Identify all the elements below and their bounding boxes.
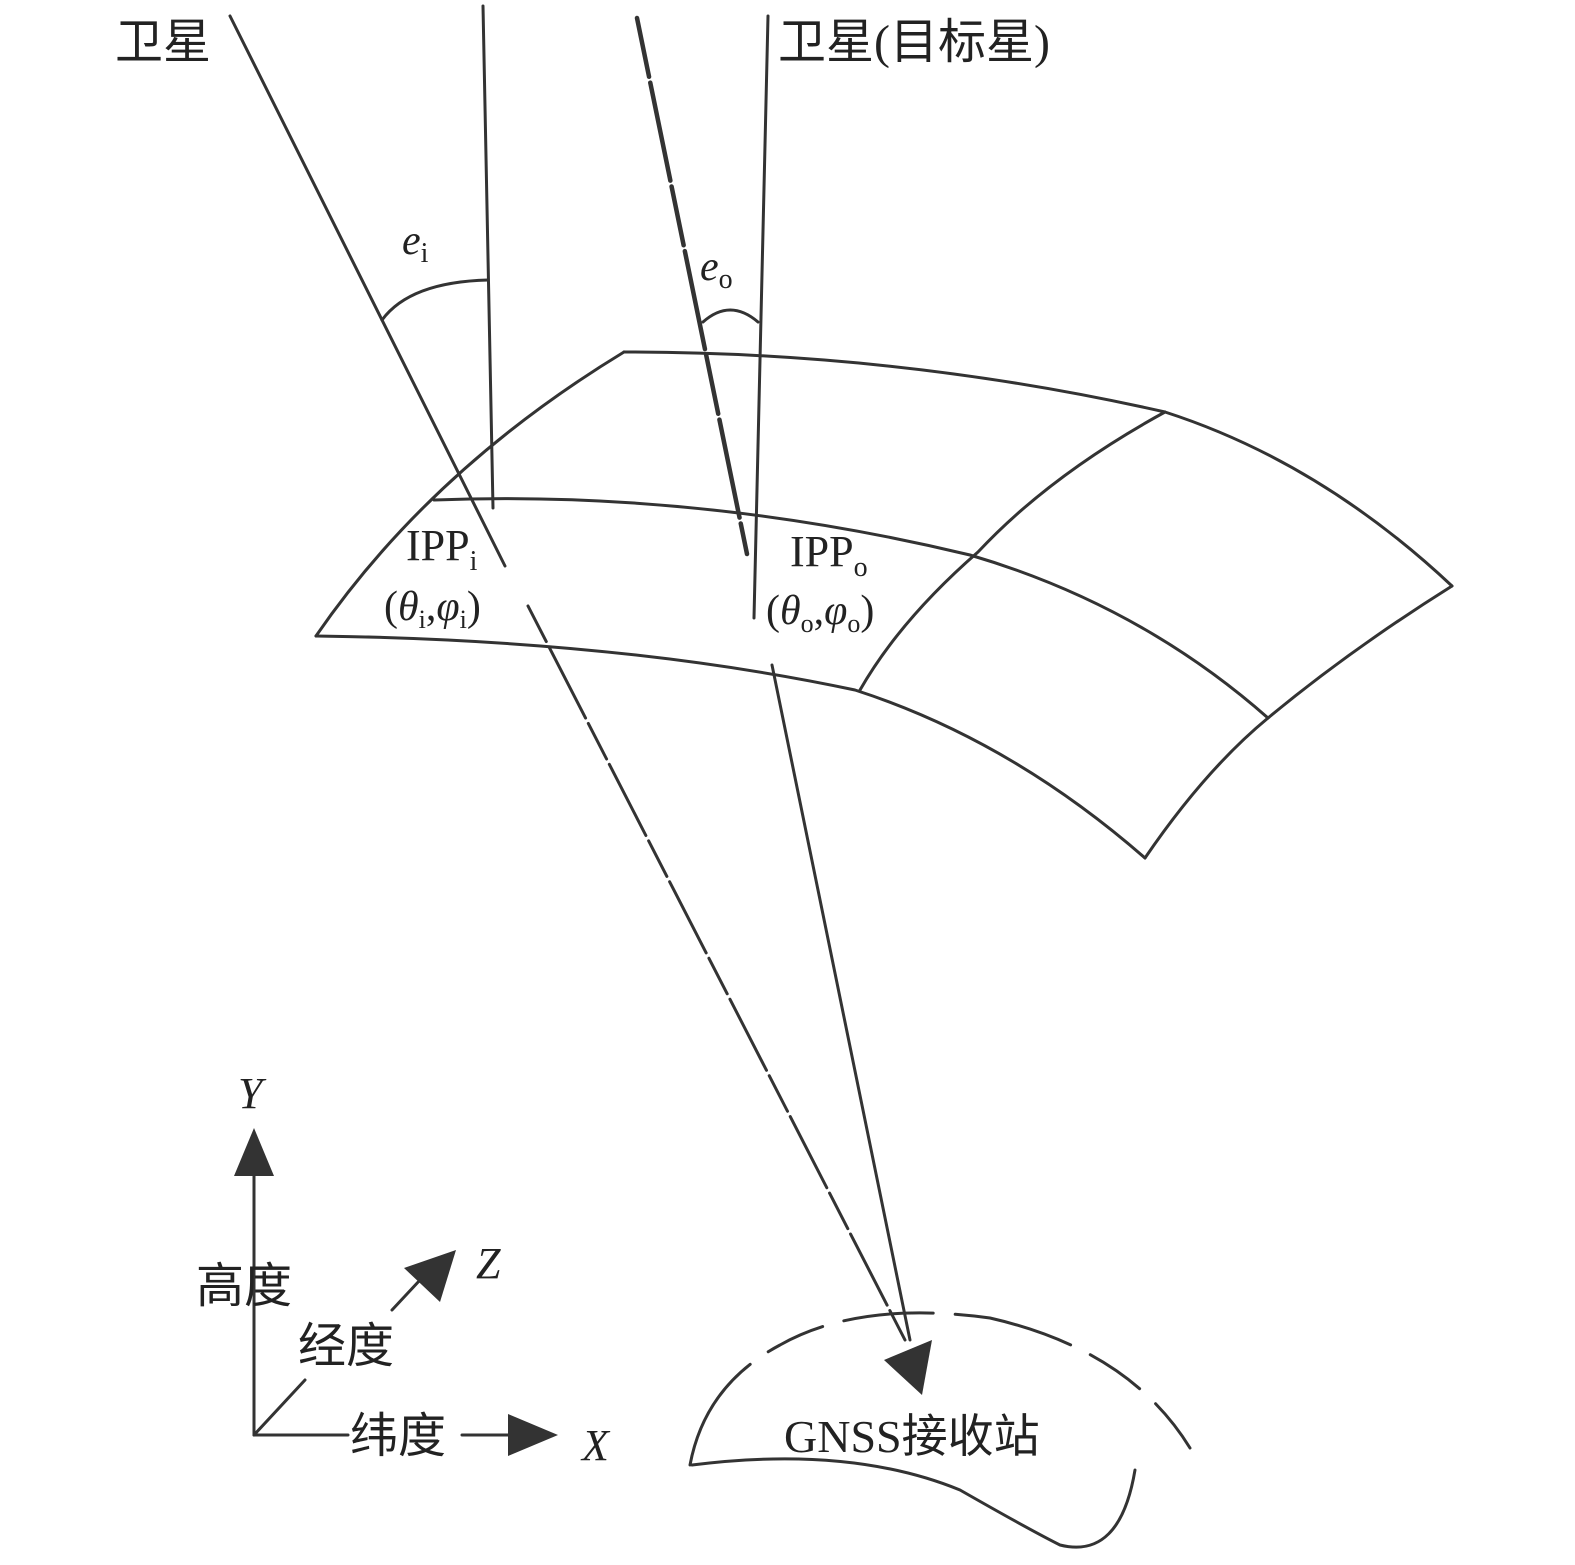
receiver-ground [688, 1311, 1192, 1549]
coord-out-theta: θ [780, 588, 801, 634]
ray-in-slant [228, 14, 507, 568]
ray-in-vertical [481, 4, 495, 510]
angle-in-label: ei [402, 218, 429, 269]
shell-left-edge [314, 350, 626, 638]
z-axis-line-2 [390, 1278, 422, 1312]
ray-out-slant [634, 15, 750, 557]
receiver-boundary-bottom [690, 1457, 1137, 1549]
coord-in-phi-sub: i [460, 605, 467, 634]
coord-in-label: (θi,φi) [384, 584, 481, 634]
ipp-in-label: IPPi [406, 521, 478, 577]
ipp-in-subscript: i [470, 546, 478, 577]
ipp-in-text: IPP [406, 521, 470, 570]
coord-in-theta: θ [398, 584, 419, 630]
shell-right-edge [1143, 584, 1454, 860]
z-axis-label: Z [476, 1239, 501, 1288]
y-axis-label: Y [238, 1069, 267, 1118]
z-axis-arrowhead [404, 1250, 456, 1302]
angle-out-subscript: o [719, 264, 733, 295]
longitude-axis-label: 经度 [298, 1320, 394, 1373]
ipp-out-subscript: o [854, 552, 868, 583]
receiver-arrowhead [884, 1340, 932, 1395]
shell-inner-arc [432, 497, 1270, 720]
ray-in-dashed [526, 604, 907, 1342]
satellite-ray-in [228, 4, 907, 1342]
satellite-left-label: 卫星 [115, 16, 211, 69]
angle-arc-out [701, 308, 760, 324]
angle-arc-in [380, 278, 490, 322]
latitude-axis-label: 纬度 [350, 1410, 446, 1463]
coord-out-label: (θo,φo) [766, 588, 874, 638]
coord-out-theta-sub: o [801, 609, 814, 638]
coord-in-theta-sub: i [419, 605, 426, 634]
satellite-ray-out [634, 14, 912, 1342]
coord-out-phi: φ [824, 588, 847, 634]
x-axis-arrowhead [508, 1414, 558, 1456]
coord-out-close: ) [860, 588, 874, 634]
ray-out-vertical [752, 14, 770, 620]
coord-in-open: ( [384, 584, 398, 630]
angle-in-symbol: e [402, 218, 421, 264]
satellite-right-label: 卫星(目标星) [778, 16, 1050, 69]
shell-top-edge [622, 350, 1454, 588]
coord-in-close: ) [467, 584, 481, 630]
coord-out-comma: , [814, 588, 825, 634]
x-axis-label: X [580, 1421, 611, 1470]
shell-meridian-1 [858, 410, 1167, 692]
angle-out-label: eo [700, 244, 733, 295]
height-axis-label: 高度 [196, 1260, 292, 1313]
receiver-boundary-dashed [688, 1311, 1192, 1467]
angle-out-symbol: e [700, 244, 719, 290]
shell-bottom-edge [314, 634, 1147, 860]
receiver-label: GNSS接收站 [784, 1411, 1040, 1462]
coordinate-axes [234, 1128, 558, 1456]
ionosphere-shell [314, 350, 1454, 860]
y-axis-arrowhead [234, 1128, 274, 1176]
ipp-out-label: IPPo [790, 527, 868, 583]
coord-in-phi: φ [436, 584, 459, 630]
coord-in-comma: , [426, 584, 437, 630]
ipp-out-text: IPP [790, 527, 854, 576]
coord-out-open: ( [766, 588, 780, 634]
coord-out-phi-sub: o [847, 609, 860, 638]
ray-out-lower [770, 663, 912, 1342]
z-axis-line [252, 1378, 307, 1437]
angle-in-subscript: i [421, 238, 429, 269]
